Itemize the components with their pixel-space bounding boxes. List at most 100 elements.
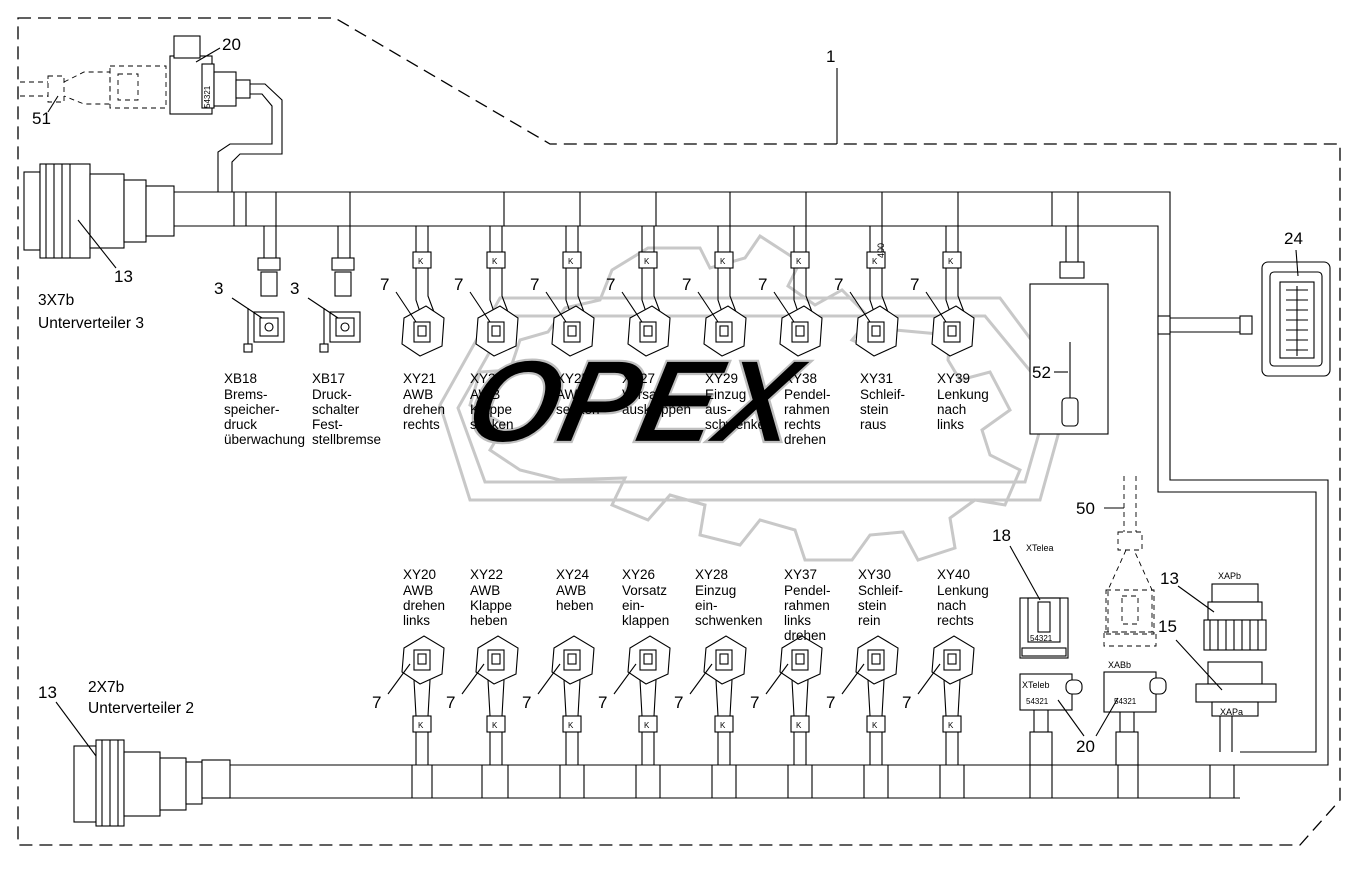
connector-20-xabb: XABb 54321 xyxy=(1103,660,1167,766)
connector-code: XY23 xyxy=(470,371,503,386)
callout-24: 24 xyxy=(1284,229,1303,248)
label-xabb: XABb xyxy=(1108,660,1131,670)
connector-description: heben xyxy=(556,598,594,613)
top-labels: XB18Brems-speicher-drucküberwachungXB17D… xyxy=(224,371,989,447)
connector-description: AWB xyxy=(556,387,586,402)
callout-7: 7 xyxy=(454,275,463,294)
connector-description: Druck- xyxy=(312,387,352,402)
connector-code: XY29 xyxy=(705,371,738,386)
k-marker: K xyxy=(948,257,954,266)
connector-description: links xyxy=(403,613,430,628)
connector-description: Klappe xyxy=(470,402,512,417)
callout-7: 7 xyxy=(750,693,759,712)
solenoid-valve-connector: K7 xyxy=(454,226,519,357)
connector-code: XY26 xyxy=(622,567,655,582)
pin-label-18: 54321 xyxy=(1030,634,1053,643)
callout-13-bottom: 13 xyxy=(38,683,57,702)
k-marker: K xyxy=(492,257,498,266)
connector-description: speicher- xyxy=(224,402,280,417)
connector-description: AWB xyxy=(556,583,586,598)
solenoid-valve-connector: K7 xyxy=(598,635,671,765)
connector-description: stein xyxy=(858,598,887,613)
callout-7: 7 xyxy=(674,693,683,712)
harness-2x7b-code: 2X7b xyxy=(88,679,124,696)
connector-description: Einzug xyxy=(705,387,746,402)
callout-7: 7 xyxy=(826,693,835,712)
k-marker: K xyxy=(568,257,574,266)
callout-7: 7 xyxy=(372,693,381,712)
connector-code: XY20 xyxy=(403,567,436,582)
label-xapa: XAPa xyxy=(1220,707,1243,717)
opex-watermark: OPEX xyxy=(438,233,1072,562)
connector-description: rechts xyxy=(403,417,440,432)
connector-description: drehen xyxy=(403,598,445,613)
connector-description: schwenken xyxy=(695,613,763,628)
bottom-labels: XY20AWBdrehenlinksXY22AWBKlappehebenXY24… xyxy=(403,567,989,643)
connector-code: XY30 xyxy=(858,567,891,582)
k-marker: K xyxy=(872,257,878,266)
callout-13-top: 13 xyxy=(114,267,133,286)
harness-2x7b-name: Unterverteiler 2 xyxy=(88,700,194,717)
connector-description: schalter xyxy=(312,402,360,417)
connector-code: XY27 xyxy=(622,371,655,386)
solenoid-valve-connector: K7 xyxy=(522,635,595,765)
connector-xapa: XAPa 15 xyxy=(1158,617,1277,752)
k-marker: K xyxy=(796,257,802,266)
connector-description: Fest- xyxy=(312,417,343,432)
connector-description: druck xyxy=(224,417,257,432)
connector-description: Pendel- xyxy=(784,387,831,402)
callout-7: 7 xyxy=(598,693,607,712)
connector-description: AWB xyxy=(403,387,433,402)
label-xtelea: XTelea xyxy=(1026,543,1054,553)
callout-7: 7 xyxy=(758,275,767,294)
connector-description: stein xyxy=(860,402,889,417)
k-marker: K xyxy=(796,721,802,730)
connector-description: drehen xyxy=(784,628,826,643)
connector-code: XY37 xyxy=(784,567,817,582)
connector-description: AWB xyxy=(470,583,500,598)
callout-18: 18 xyxy=(992,526,1011,545)
solenoid-valve-connector: K7 xyxy=(606,226,671,357)
connector-description: senken xyxy=(470,417,514,432)
connector-description: Schleif- xyxy=(858,583,903,598)
callout-7: 7 xyxy=(530,275,539,294)
callout-7: 7 xyxy=(446,693,455,712)
connector-description: schwenken xyxy=(705,417,773,432)
callout-20-bottom: 20 xyxy=(1076,737,1095,756)
pressure-switch-xb17: 3 xyxy=(290,226,361,353)
connector-description: nach xyxy=(937,402,966,417)
solenoid-valve-connector: K7 xyxy=(826,635,899,765)
connector-code: XY24 xyxy=(556,567,590,582)
callout-7: 7 xyxy=(910,275,919,294)
connector-description: stellbremse xyxy=(312,432,381,447)
connector-description: drehen xyxy=(403,402,445,417)
k-marker: K xyxy=(418,721,424,730)
connector-code: XY39 xyxy=(937,371,970,386)
connector-description: nach xyxy=(937,598,966,613)
pressure-switch-xb18: 3 xyxy=(214,226,285,353)
connector-description: überwachung xyxy=(224,432,305,447)
k-marker: K xyxy=(644,257,650,266)
connector-code: XY22 xyxy=(470,567,503,582)
connector-description: rahmen xyxy=(784,402,830,417)
k-marker: K xyxy=(720,721,726,730)
top-harness-trunk xyxy=(174,191,1329,766)
callout-51: 51 xyxy=(32,109,51,128)
connector-description: AWB xyxy=(403,583,433,598)
main-connector-2x7b: 13 2X7b Unterverteiler 2 xyxy=(38,679,231,827)
solenoid-valve-connector: K7 xyxy=(674,635,747,765)
connector-description: rechts xyxy=(784,417,821,432)
callout-15: 15 xyxy=(1158,617,1177,636)
connector-description: Pendel- xyxy=(784,583,831,598)
connector-description: Lenkung xyxy=(937,387,989,402)
k-marker: K xyxy=(492,721,498,730)
callout-3-xb18: 3 xyxy=(214,279,223,298)
main-connector-3x7b: 13 3X7b Unterverteiler 3 xyxy=(23,163,175,332)
callout-20-top: 20 xyxy=(222,35,241,54)
harness-3x7b-name: Unterverteiler 3 xyxy=(38,315,144,332)
connector-description: ein- xyxy=(622,598,645,613)
solenoid-valve-connector: K7 xyxy=(682,226,747,357)
solenoid-valve-connector: K7 xyxy=(758,226,823,357)
solenoid-valve-connector: K7 xyxy=(750,635,823,765)
